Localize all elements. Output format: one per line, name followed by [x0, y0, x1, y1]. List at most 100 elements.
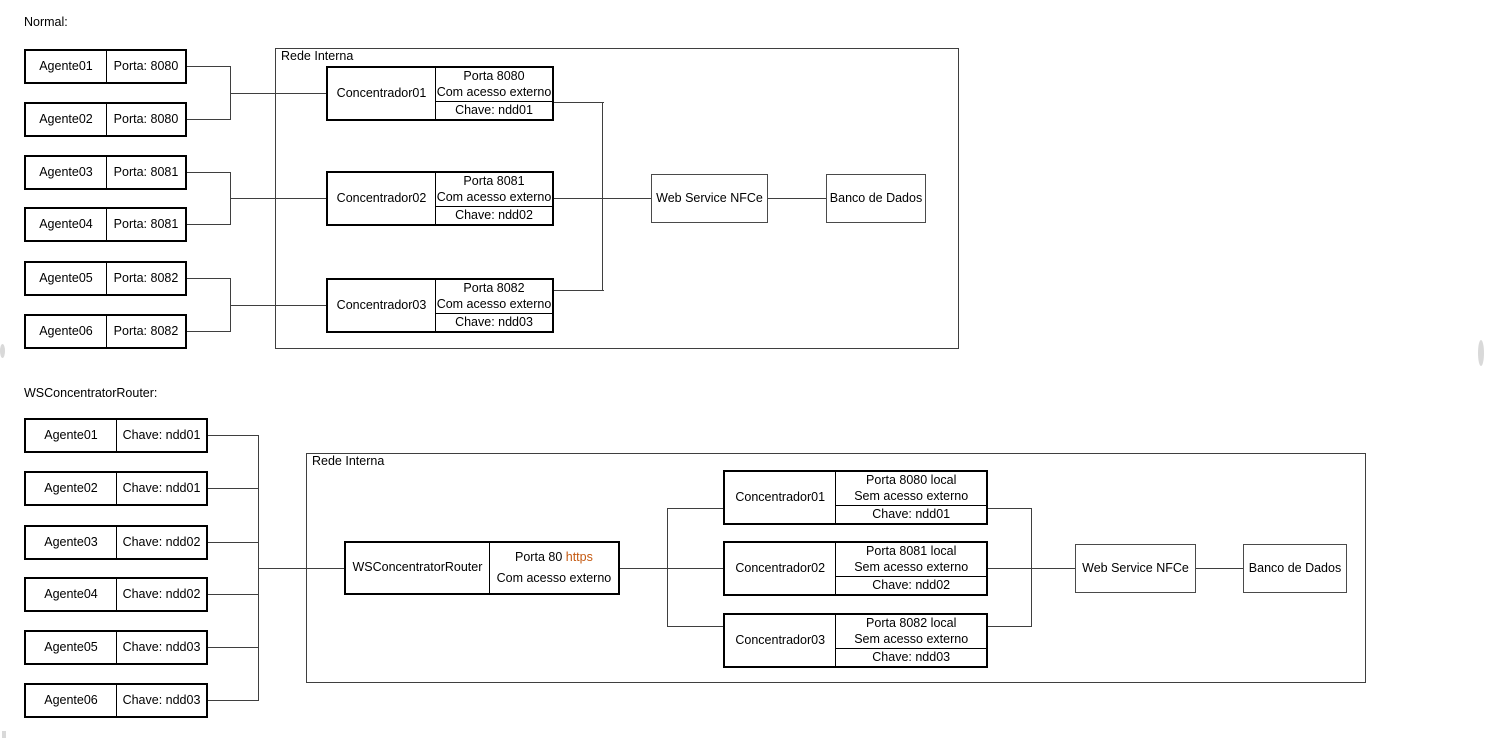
concentrator-access: Com acesso externo [436, 189, 552, 204]
link-router-concentrador02-out [987, 568, 1032, 570]
agent-box-router-4[interactable]: Agente04 Chave: ndd02 [24, 577, 208, 612]
concentrator-access: Com acesso externo [436, 296, 552, 311]
agent-name: Agente02 [39, 111, 93, 126]
concentrator-name: Concentrador03 [735, 632, 826, 647]
concentrator-info-cell: Porta 8082 local Sem acesso externo Chav… [836, 615, 986, 666]
agent-detail-cell: Porta: 8082 [107, 263, 185, 294]
router-name: WSConcentratorRouter [352, 560, 483, 575]
agent-name: Agente05 [44, 639, 98, 654]
agent-name-cell: Agente02 [26, 104, 107, 135]
concentrator-key: Chave: ndd01 [872, 507, 951, 522]
link-pair1-to-concentrador01 [230, 93, 326, 95]
agent-detail: Chave: ndd01 [122, 427, 201, 442]
agent-name: Agente01 [44, 427, 98, 442]
concentrator-key: Chave: ndd01 [455, 103, 533, 118]
agent-box-router-1[interactable]: Agente01 Chave: ndd01 [24, 418, 208, 453]
agent-box-normal-4[interactable]: Agente04 Porta: 8081 [24, 207, 187, 242]
web-service-label-cell: Web Service NFCe [652, 175, 767, 222]
concentrator-access: Sem acesso externo [854, 559, 969, 574]
agent-box-router-5[interactable]: Agente05 Chave: ndd03 [24, 630, 208, 665]
concentrator-port: Porta 8082 local [866, 616, 957, 630]
concentrator-key-row: Chave: ndd03 [836, 648, 986, 667]
database-box-router[interactable]: Banco de Dados [1243, 544, 1347, 593]
router-name-cell: WSConcentratorRouter [346, 543, 490, 593]
rede-interna-label-router: Rede Interna [309, 455, 387, 468]
agent-name: Agente04 [39, 216, 93, 231]
agent-detail-cell: Porta: 8081 [107, 209, 185, 240]
wsconcentratorrouter-box[interactable]: WSConcentratorRouter Porta 80 https Com … [344, 541, 620, 595]
concentrator-key-row: Chave: ndd02 [436, 206, 552, 225]
database-box-normal[interactable]: Banco de Dados [826, 174, 926, 223]
concentrator-port-access: Porta 8080 local Sem acesso externo [836, 472, 986, 505]
concentrator-name-cell: Concentrador01 [725, 472, 837, 523]
concentrator-name: Concentrador02 [336, 190, 427, 205]
router-access-line: Com acesso externo [496, 570, 612, 585]
concentrator-box-normal-1[interactable]: Concentrador01 Porta 8080 Com acesso ext… [326, 66, 554, 121]
concentrator-key-row: Chave: ndd01 [436, 101, 552, 120]
concentrator-info-cell: Porta 8081 Com acesso externo Chave: ndd… [436, 173, 552, 224]
router-port-scheme: https [565, 549, 593, 564]
concentrator-info-cell: Porta 8081 local Sem acesso externo Chav… [836, 543, 986, 594]
link-agentbus-to-router [258, 568, 344, 570]
agent-detail: Chave: ndd03 [122, 639, 201, 654]
agent-detail: Chave: ndd01 [122, 480, 201, 495]
link-fanout-to-concentrador02 [667, 568, 723, 570]
concentrator-port: Porta 8082 [463, 281, 525, 295]
agent-detail-cell: Porta: 8081 [107, 157, 185, 188]
link-bus-to-webservice-normal [602, 198, 652, 200]
agent-name-cell: Agente04 [26, 209, 107, 240]
agent-box-normal-1[interactable]: Agente01 Porta: 8080 [24, 49, 187, 84]
agent-name: Agente02 [44, 480, 98, 495]
concentrator-key: Chave: ndd02 [872, 578, 951, 593]
agent-box-normal-6[interactable]: Agente06 Porta: 8082 [24, 314, 187, 349]
web-service-box-router[interactable]: Web Service NFCe [1075, 544, 1196, 593]
concentrator-port-access: Porta 8082 local Sem acesso externo [836, 615, 986, 648]
concentrator-key: Chave: ndd03 [455, 315, 533, 330]
concentrator-port-access: Porta 8081 Com acesso externo [436, 173, 552, 206]
agent-name-cell: Agente05 [26, 632, 117, 663]
link-agent05-stub [186, 278, 231, 280]
concentrator-box-router-3[interactable]: Concentrador03 Porta 8082 local Sem aces… [723, 613, 988, 668]
database-label: Banco de Dados [829, 190, 923, 205]
concentrator-box-normal-2[interactable]: Concentrador02 Porta 8081 Com acesso ext… [326, 171, 554, 226]
router-port-prefix: Porta 80 [515, 549, 566, 564]
agent-box-normal-2[interactable]: Agente02 Porta: 8080 [24, 102, 187, 137]
agent-box-router-6[interactable]: Agente06 Chave: ndd03 [24, 683, 208, 718]
link-router-concentrador01-out [987, 508, 1032, 510]
agent-name: Agente06 [39, 323, 93, 338]
agent-box-normal-3[interactable]: Agente03 Porta: 8081 [24, 155, 187, 190]
link-router-out [620, 568, 668, 570]
agent-detail-cell: Porta: 8082 [107, 316, 185, 347]
agent-box-router-3[interactable]: Agente03 Chave: ndd02 [24, 525, 208, 560]
concentrator-box-normal-3[interactable]: Concentrador03 Porta 8082 Com acesso ext… [326, 278, 554, 333]
database-label-cell: Banco de Dados [1244, 545, 1346, 592]
link-router-agent02-stub [207, 488, 259, 490]
page-edge-artifact-bottom [2, 731, 6, 738]
bus-router-fanout [667, 508, 669, 627]
agent-box-router-2[interactable]: Agente02 Chave: ndd01 [24, 471, 208, 506]
link-agent03-stub [186, 172, 231, 174]
concentrator-key: Chave: ndd02 [455, 208, 533, 223]
concentrator-name-cell: Concentrador01 [328, 68, 436, 119]
link-router-agent03-stub [207, 542, 259, 544]
concentrator-port-access: Porta 8080 Com acesso externo [436, 68, 552, 101]
agent-detail-cell: Chave: ndd01 [117, 473, 206, 504]
agent-box-normal-5[interactable]: Agente05 Porta: 8082 [24, 261, 187, 296]
database-label-cell: Banco de Dados [827, 175, 925, 222]
concentrator-port-access: Porta 8081 local Sem acesso externo [836, 543, 986, 576]
agent-name: Agente03 [44, 534, 98, 549]
link-pair2-to-concentrador02 [230, 198, 326, 200]
page-edge-artifact-right [1478, 340, 1484, 366]
bus-concentrators-normal [602, 102, 604, 291]
web-service-label-cell: Web Service NFCe [1076, 545, 1195, 592]
agent-name: Agente01 [39, 58, 93, 73]
web-service-box-normal[interactable]: Web Service NFCe [651, 174, 768, 223]
link-fanout-to-concentrador01 [667, 508, 723, 510]
agent-detail-cell: Chave: ndd02 [117, 527, 206, 558]
concentrator-port: Porta 8081 local [866, 544, 957, 558]
concentrator-box-router-1[interactable]: Concentrador01 Porta 8080 local Sem aces… [723, 470, 988, 525]
agent-name: Agente05 [39, 270, 93, 285]
agent-detail: Chave: ndd03 [122, 692, 201, 707]
concentrator-box-router-2[interactable]: Concentrador02 Porta 8081 local Sem aces… [723, 541, 988, 596]
